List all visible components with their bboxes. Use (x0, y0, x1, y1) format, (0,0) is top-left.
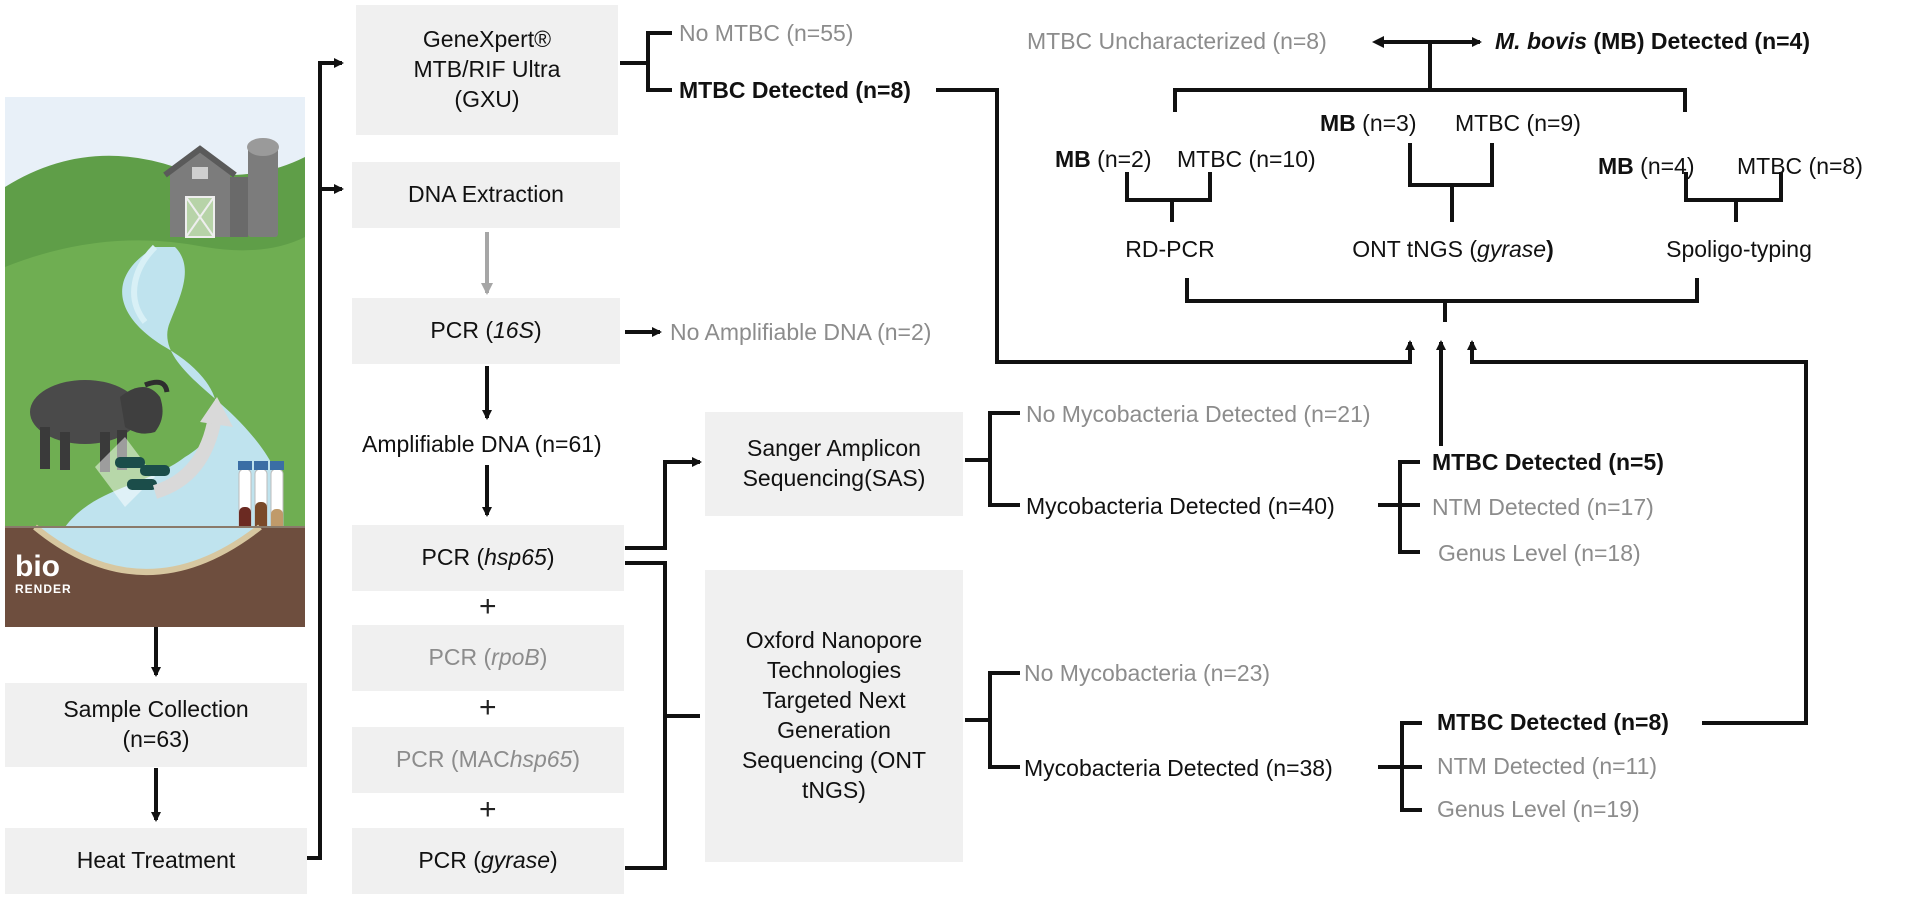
rdpcr-mb-label: MB (n=2) (1055, 146, 1152, 172)
ont-mycobacteria-detected-label: Mycobacteria Detected (n=38) (1024, 755, 1333, 781)
ont-mtbc-detected-label: MTBC Detected (n=8) (1437, 709, 1669, 735)
sas-no-mycobacteria-label: No Mycobacteria Detected (n=21) (1026, 401, 1371, 427)
sas-mtbc-detected-label: MTBC Detected (n=5) (1432, 449, 1664, 475)
sas-genus-level-label: Genus Level (n=18) (1438, 540, 1641, 566)
ont-no-mycobacteria-label: No Mycobacteria (n=23) (1024, 660, 1271, 686)
sas-box: Sanger Amplicon Sequencing(SAS) (705, 412, 963, 516)
spoligo-mb-label: MB (n=4) (1598, 153, 1695, 179)
plus-sign: + (479, 590, 497, 623)
pcr-16s-box: PCR (16S) (352, 298, 620, 364)
mbovis-detected-label: M. bovis (MB) Detected (n=4) (1495, 28, 1811, 54)
spoligo-typing-box: Spoligo-typing (1602, 222, 1876, 276)
pcr-rpob-box: PCR (rpoB) (352, 625, 624, 691)
gxu-box: GeneXpert® MTB/RIF Ultra (GXU) (356, 5, 618, 135)
ont-mb-label: MB (n=3) (1320, 110, 1417, 136)
heat-treatment-box: Heat Treatment (5, 828, 307, 894)
illustration-panel: bio RENDER (5, 97, 305, 627)
mtbc-uncharacterized-label: MTBC Uncharacterized (n=8) (1027, 28, 1327, 54)
spoligo-mtbc-label: MTBC (n=8) (1737, 153, 1863, 179)
biorender-logo: bio RENDER (15, 550, 72, 597)
buffalo-icon (30, 379, 170, 472)
ont-tngs-box: Oxford Nanopore Technologies Targeted Ne… (705, 570, 963, 862)
pcr-mac-hsp65-box: PCR (MAC hsp65) (352, 727, 624, 793)
ont-mtbc-label: MTBC (n=9) (1455, 110, 1581, 136)
rdpcr-box: RD-PCR (1033, 222, 1307, 276)
plus-sign: + (479, 691, 497, 724)
amplifiable-dna-label: Amplifiable DNA (n=61) (362, 431, 602, 457)
pcr-gyrase-box: PCR (gyrase) (352, 828, 624, 894)
rdpcr-mtbc-label: MTBC (n=10) (1177, 146, 1316, 172)
ont-ntm-detected-label: NTM Detected (n=11) (1437, 753, 1658, 779)
pcr-hsp65-box: PCR (hsp65) (352, 525, 624, 591)
sas-mycobacteria-detected-label: Mycobacteria Detected (n=40) (1026, 493, 1335, 519)
gxu-mtbc-detected-label: MTBC Detected (n=8) (679, 77, 911, 103)
gxu-no-mtbc-label: No MTBC (n=55) (679, 20, 854, 46)
no-amplifiable-dna-label: No Amplifiable DNA (n=2) (670, 319, 932, 345)
barn-icon (163, 138, 279, 238)
farm-scene-illustration (5, 97, 305, 627)
plus-sign: + (479, 793, 497, 826)
ont-genus-level-label: Genus Level (n=19) (1437, 796, 1640, 822)
ont-tngs-gyrase-box: ONT tNGS (gyrase) (1317, 222, 1589, 276)
sample-collection-box: Sample Collection (n=63) (5, 683, 307, 767)
dna-extraction-box: DNA Extraction (352, 162, 620, 228)
sas-ntm-detected-label: NTM Detected (n=17) (1432, 494, 1654, 520)
